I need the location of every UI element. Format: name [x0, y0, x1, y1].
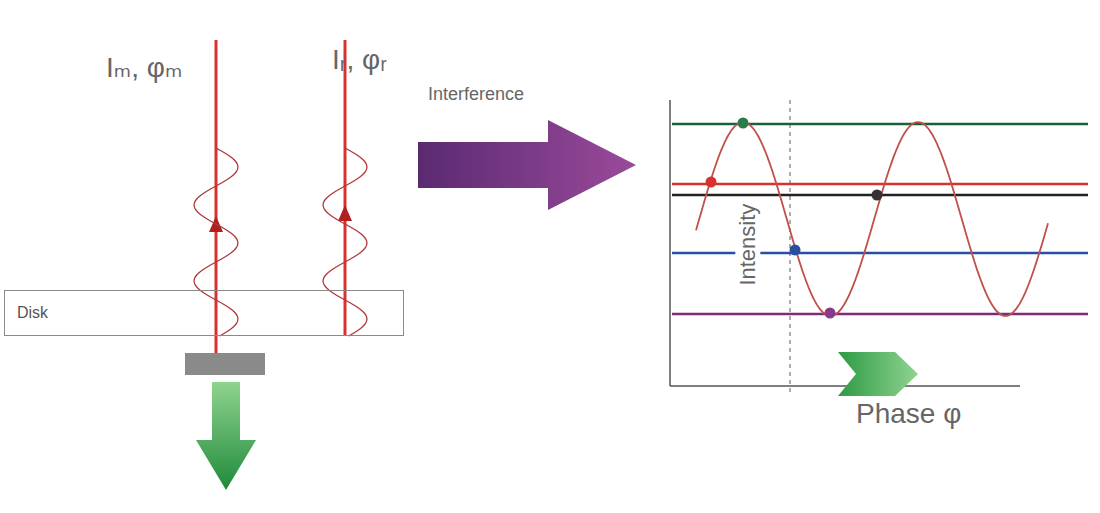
data-dot — [872, 190, 883, 201]
axis-title: Intensity — [735, 201, 760, 289]
interference-arrow — [418, 120, 636, 210]
reference-beam — [344, 40, 347, 336]
level-line — [672, 313, 1088, 316]
level-line — [672, 183, 1088, 186]
disk-layer: Disk — [4, 290, 404, 336]
level-line — [672, 123, 1088, 126]
motion-arrow — [196, 382, 256, 490]
data-dot — [738, 118, 749, 129]
process-label: Interference — [428, 84, 524, 105]
data-dot — [790, 245, 801, 256]
beam-arrowhead — [338, 205, 352, 221]
beam-label: Iᵣ, φᵣ — [332, 44, 387, 76]
reference-line — [789, 100, 790, 392]
x-axis — [670, 385, 1020, 387]
wave-curve — [194, 148, 238, 336]
data-dot — [825, 308, 836, 319]
y-axis — [669, 100, 671, 386]
node-label: Disk — [17, 304, 48, 322]
axis-title: Phase φ — [856, 398, 961, 430]
measurement-beam — [215, 40, 218, 353]
sample-block — [185, 353, 265, 375]
phase-shift-arrow — [838, 352, 918, 396]
wave-curve — [323, 148, 367, 336]
intensity-curve — [696, 122, 1048, 316]
beam-label: Iₘ, φₘ — [106, 52, 182, 84]
data-dot — [706, 177, 717, 188]
